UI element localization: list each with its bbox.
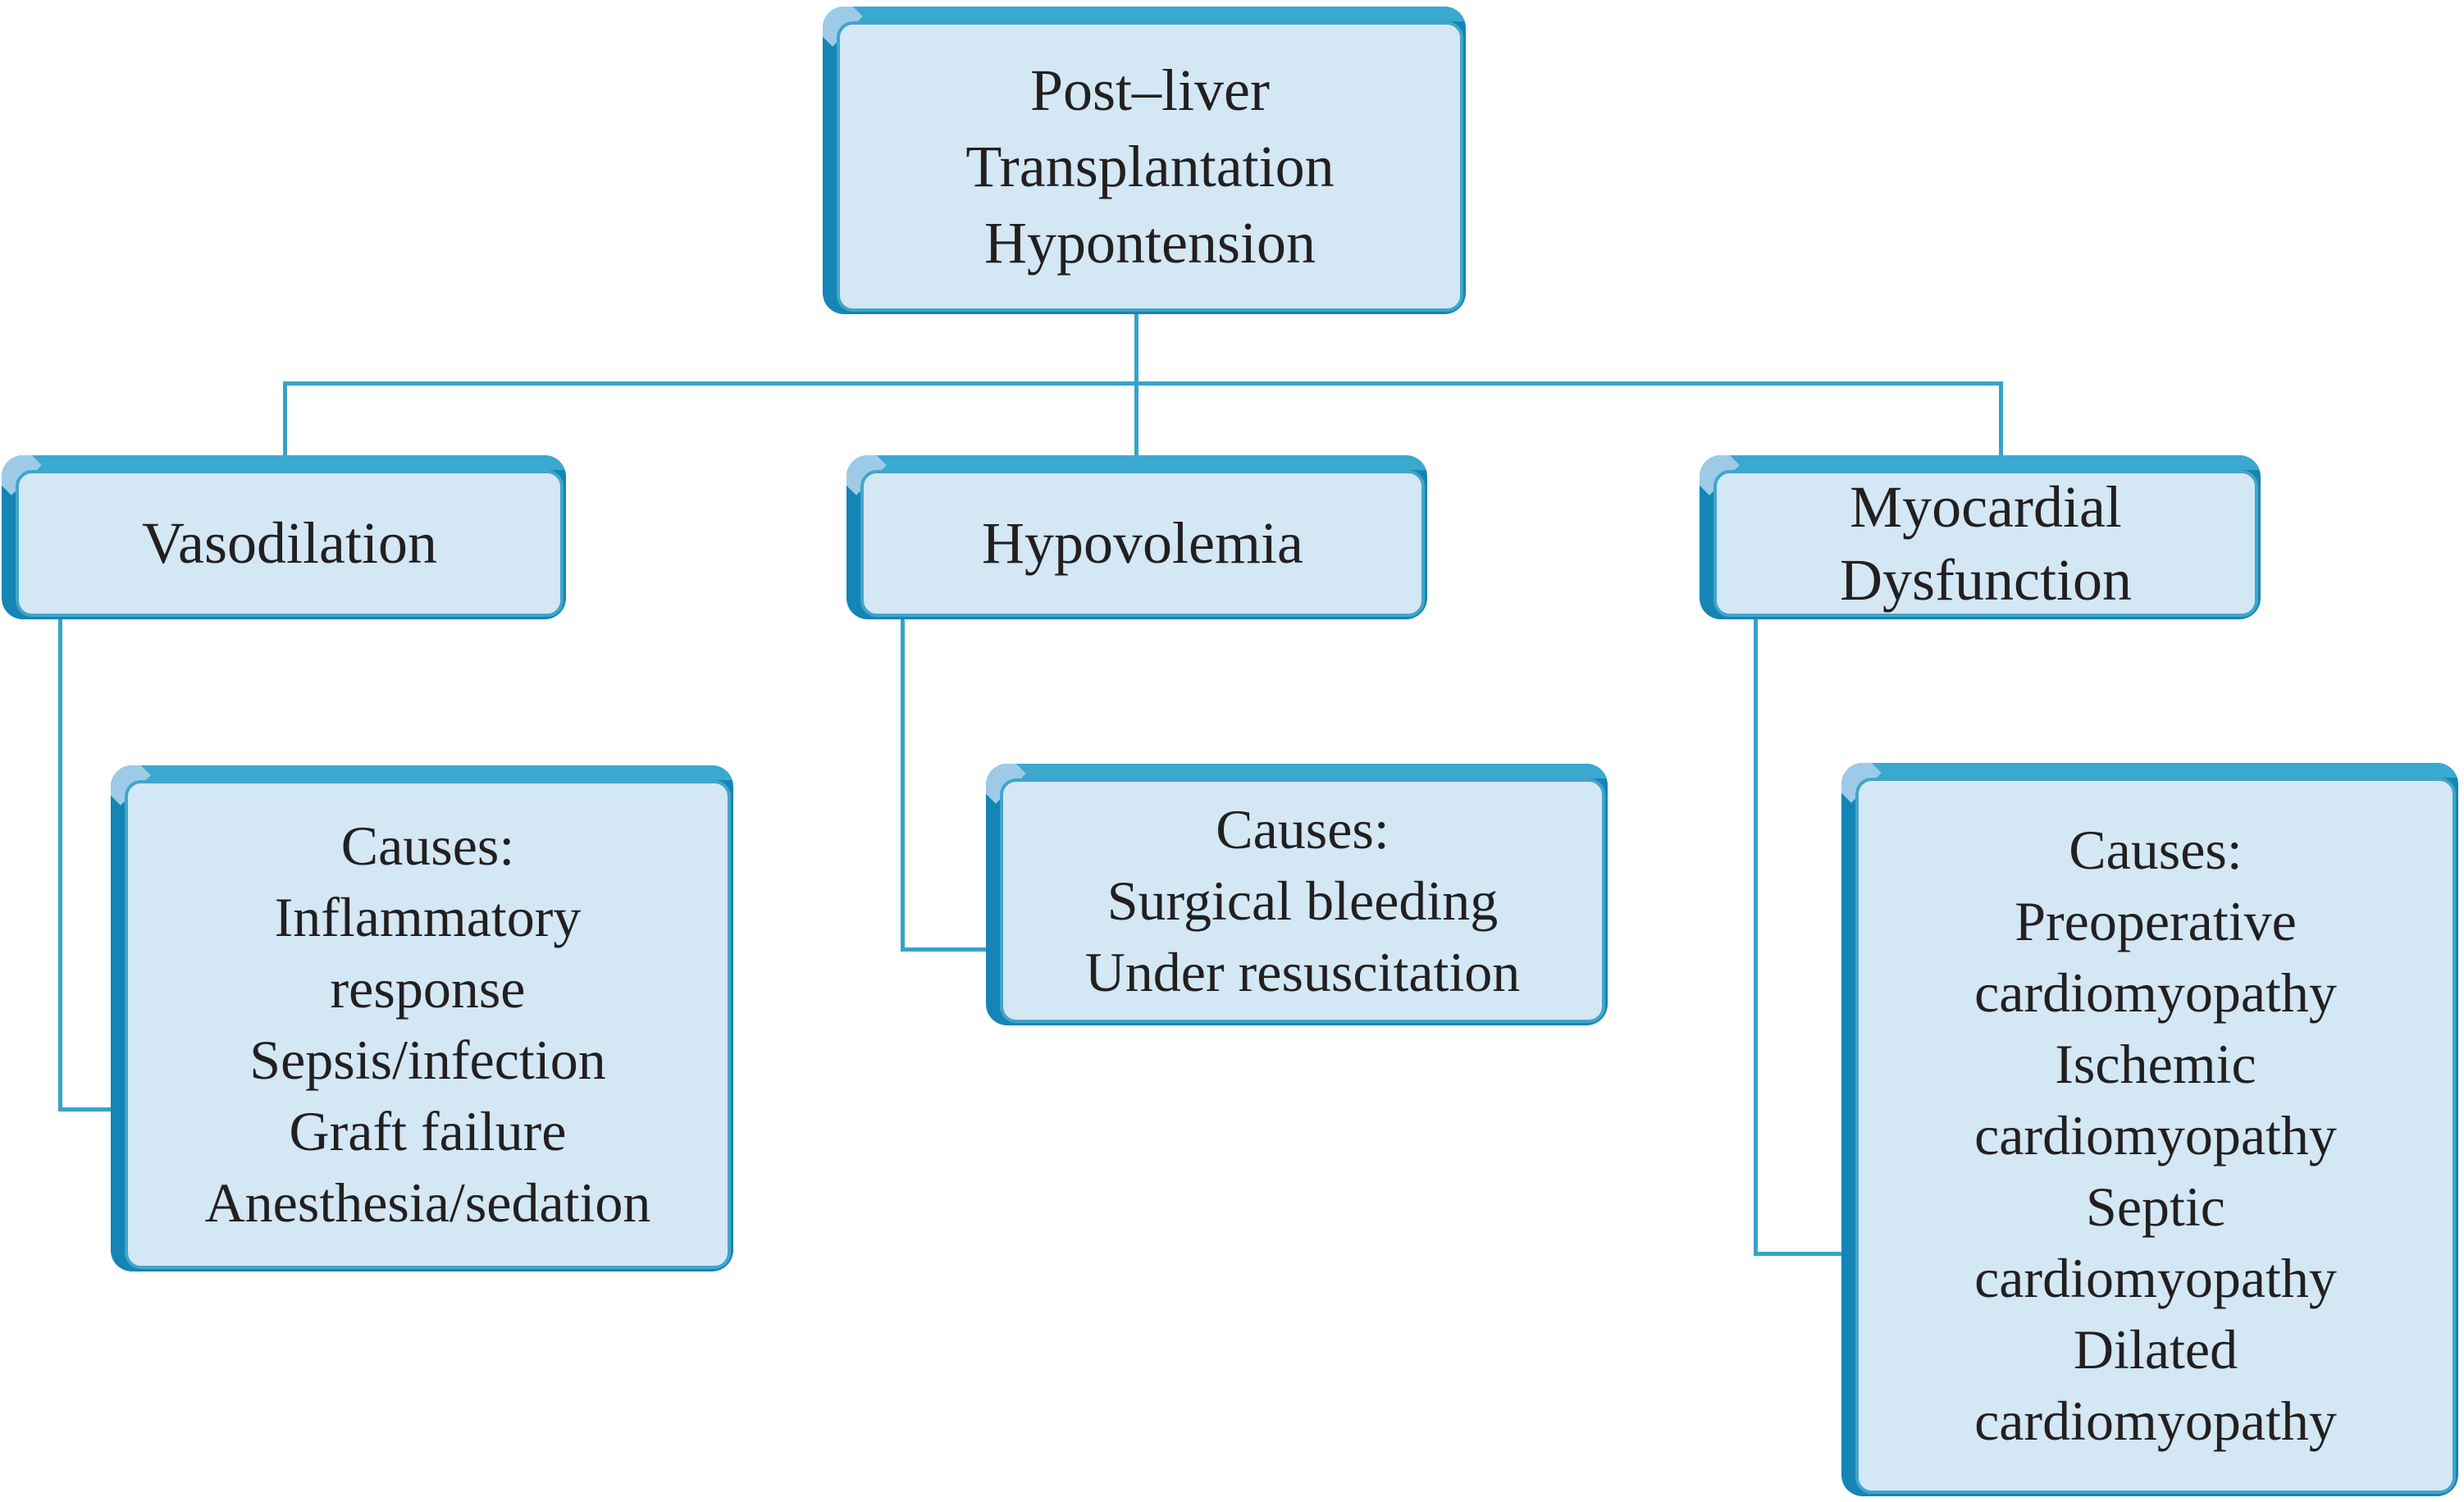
node-face: Hypovolemia [860,470,1425,617]
connector-drop-myocardial [1999,381,2003,459]
branch-node-hypovolemia: Hypovolemia [846,455,1427,619]
causes-line: Inflammatory [274,886,582,948]
node-face: Vasodilation [16,470,564,617]
causes-line: Causes: [1216,797,1389,861]
root-line-1: Post–liver [1029,57,1270,123]
causes-line: Under resuscitation [1084,940,1521,1003]
causes-line: Ischemic [2055,1033,2256,1095]
connector-hypovolemia-causes-vertical [901,615,905,952]
causes-line: Septic [2086,1176,2225,1238]
branch-label-line: Vasodilation [142,510,437,576]
branch-label-line: Myocardial [1850,473,2122,540]
causes-list-hypovolemia: Causes: Surgical bleeding Under resuscit… [1085,794,1521,1008]
root-node-post-liver-transplantation-hypotension: Post–liver Transplantation Hypontension [823,7,1466,314]
causes-line: cardiomyopathy [1974,961,2337,1024]
causes-line: cardiomyopathy [1974,1104,2337,1166]
connector-myocardial-causes-horizontal [1754,1252,1846,1256]
causes-line: Dilated [2073,1318,2238,1381]
node-top-edge [846,455,1427,470]
node-face: Causes: Surgical bleeding Under resuscit… [1000,778,1605,1023]
causes-line: Causes: [340,815,515,877]
node-face: Post–liver Transplantation Hypontension [837,21,1463,312]
causes-line: cardiomyopathy [1974,1390,2337,1452]
causes-line: Surgical bleeding [1107,869,1499,932]
branch-label-line: Hypovolemia [982,510,1303,576]
branch-label-vasodilation: Vasodilation [142,507,437,580]
causes-line: Anesthesia/sedation [204,1171,651,1234]
branch-label-myocardial-dysfunction: Myocardial Dysfunction [1840,471,2132,617]
branch-node-vasodilation: Vasodilation [2,455,566,619]
connector-vasodilation-causes-horizontal [58,1107,114,1112]
node-top-edge [1841,763,2458,778]
node-top-edge [986,764,1608,778]
causes-list-myocardial-dysfunction: Causes: Preoperative cardiomyopathy Isch… [1974,815,2337,1457]
connector-drop-vasodilation [283,381,287,459]
root-line-2: Transplantation [965,133,1335,199]
causes-line: Causes: [2069,819,2243,881]
connector-root-stem [1134,310,1138,384]
branch-label-line: Dysfunction [1840,546,2132,613]
root-node-label: Post–liver Transplantation Hypontension [965,53,1334,281]
causes-line: cardiomyopathy [1974,1247,2337,1309]
connector-vasodilation-causes-vertical [58,615,62,1112]
node-face: Causes: Inflammatory response Sepsis/inf… [125,780,731,1269]
causes-line: Sepsis/infection [249,1029,606,1091]
connector-horizontal-rail [283,381,2003,386]
connector-myocardial-causes-vertical [1754,615,1758,1256]
causes-line: Preoperative [2015,890,2297,952]
root-line-3: Hypontension [984,209,1316,276]
node-top-edge [1700,455,2261,470]
causes-line: response [330,957,526,1020]
causes-node-myocardial-dysfunction: Causes: Preoperative cardiomyopathy Isch… [1841,763,2458,1496]
node-face: Causes: Preoperative cardiomyopathy Isch… [1855,778,2456,1494]
branch-node-myocardial-dysfunction: Myocardial Dysfunction [1700,455,2261,619]
causes-line: Graft failure [289,1100,567,1162]
node-top-edge [2,455,566,470]
connector-hypovolemia-causes-horizontal [901,947,991,952]
causes-node-vasodilation: Causes: Inflammatory response Sepsis/inf… [111,765,733,1271]
node-face: Myocardial Dysfunction [1713,470,2258,617]
branch-label-hypovolemia: Hypovolemia [982,507,1303,580]
causes-list-vasodilation: Causes: Inflammatory response Sepsis/inf… [205,810,651,1239]
node-top-edge [111,765,733,780]
causes-node-hypovolemia: Causes: Surgical bleeding Under resuscit… [986,764,1608,1025]
connector-drop-hypovolemia [1134,381,1138,459]
node-top-edge [823,7,1466,21]
